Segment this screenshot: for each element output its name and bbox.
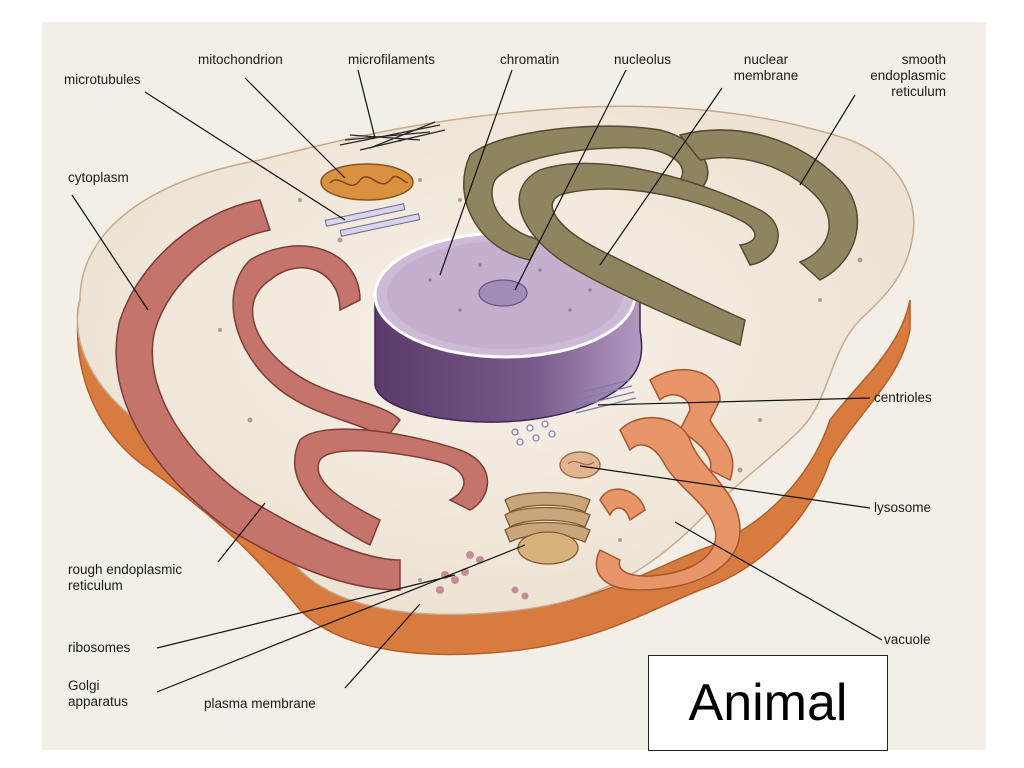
leader-microfilaments: [357, 69, 376, 139]
label-nuclear-membrane: nuclear membrane: [733, 52, 799, 83]
leader-lysosome: [579, 465, 871, 509]
rough-endoplasmic-reticulum: [115, 199, 489, 591]
title-box: Animal: [648, 655, 888, 751]
label-rough-endoplasmic-reticulum: rough endoplasmic reticulum: [68, 562, 183, 593]
leader-mitochondrion: [244, 77, 346, 179]
label-chromatin: chromatin: [500, 52, 560, 67]
microtubules: [324, 203, 421, 237]
leader-microtubules: [144, 91, 346, 221]
label-lysosome: lysosome: [874, 500, 932, 515]
label-microtubules: microtubules: [64, 72, 141, 87]
label-smooth-endoplasmic-reticulum: smooth endoplasmic reticulum: [870, 52, 946, 99]
leader-plasma-membrane: [344, 603, 421, 689]
label-cytoplasm: cytoplasm: [68, 170, 129, 185]
label-mitochondrion: mitochondrion: [198, 52, 283, 67]
leader-rough-er: [217, 502, 266, 563]
label-vacuole: vacuole: [884, 632, 931, 647]
label-centrioles: centrioles: [874, 390, 932, 405]
leader-golgi: [156, 544, 526, 693]
label-ribosomes: ribosomes: [68, 640, 131, 655]
nucleolus: [478, 279, 528, 307]
microfilaments: [339, 121, 446, 151]
lysosome: [559, 451, 601, 479]
label-nucleolus: nucleolus: [614, 52, 672, 67]
leader-lines: [71, 69, 883, 693]
leader-ribosomes: [156, 574, 456, 649]
nucleus: [373, 231, 643, 423]
leader-nuclear-membrane: [599, 87, 723, 266]
leader-cytoplasm: [71, 194, 149, 311]
leader-vacuole: [674, 521, 883, 641]
leader-nucleolus: [514, 69, 627, 291]
golgi-apparatus: [504, 491, 591, 565]
centrioles: [511, 379, 637, 446]
slide-title: Animal: [688, 674, 848, 732]
leader-chromatin: [439, 69, 513, 276]
label-microfilaments: microfilaments: [348, 52, 436, 67]
label-golgi-apparatus: Golgi apparatus: [68, 678, 129, 709]
mitochondrion: [320, 163, 414, 201]
vacuole: [595, 368, 741, 591]
leader-smooth-er: [799, 94, 856, 186]
label-plasma-membrane: plasma membrane: [204, 696, 316, 711]
leader-centrioles: [597, 397, 871, 406]
